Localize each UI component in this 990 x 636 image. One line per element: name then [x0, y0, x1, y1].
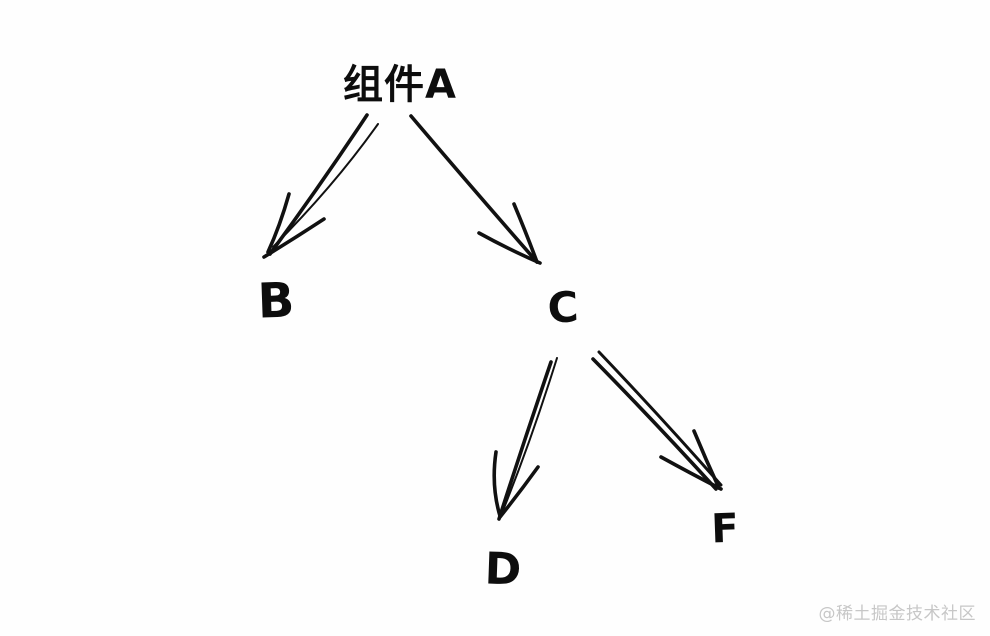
edge-c-d-arrowhead-barb1 — [492, 450, 502, 518]
edge-a-b-arrowhead-barb2 — [262, 217, 326, 259]
edge-a-c-line — [409, 114, 539, 264]
edge-c-f-line — [591, 357, 718, 491]
node-label-f: F — [710, 505, 740, 553]
edge-c-f-line-sketch — [597, 350, 723, 487]
edge-a-to-c — [409, 114, 542, 265]
node-label-c: C — [546, 282, 580, 333]
node-label-b: B — [256, 272, 296, 330]
node-label-d: D — [483, 543, 523, 596]
node-label-component-a: 组件A — [343, 62, 457, 108]
edge-c-d-arrowhead-barb2 — [498, 465, 540, 519]
edge-c-d-line-sketch — [503, 357, 558, 509]
edge-a-to-b — [262, 113, 379, 259]
watermark: @稀土掘金技术社区 — [818, 604, 976, 624]
edge-a-c-arrowhead-barb1 — [512, 202, 539, 264]
edge-c-f-arrowhead-barb2 — [659, 455, 723, 491]
edge-a-b-line — [268, 113, 369, 256]
edge-a-b-line-sketch — [272, 123, 379, 248]
edge-c-d-line — [497, 360, 553, 521]
edge-a-c-arrowhead-barb2 — [477, 231, 542, 265]
edge-c-to-f — [591, 350, 723, 491]
edge-c-f-arrowhead-barb1 — [692, 429, 721, 490]
edge-a-b-arrowhead-barb1 — [266, 192, 291, 254]
edge-c-to-d — [492, 357, 558, 521]
